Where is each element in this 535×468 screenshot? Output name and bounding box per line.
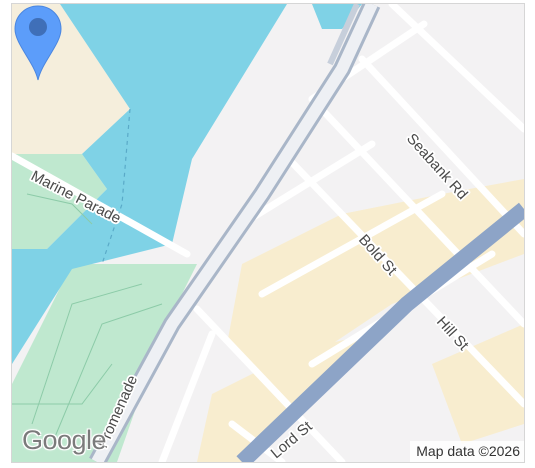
- road-promenade-side: [158, 330, 216, 462]
- road-north: [388, 4, 524, 133]
- marker-body: [14, 5, 62, 81]
- marker-dot: [29, 18, 47, 36]
- map-canvas[interactable]: Marine Parade Seabank Rd Bold St Hill St…: [12, 4, 524, 462]
- commercial-area-east: [432, 324, 524, 444]
- road-cross-1: [258, 190, 446, 298]
- road-bold-st: [278, 148, 524, 408]
- road-seabank-rd: [358, 55, 524, 238]
- road-lord-st: [236, 202, 524, 462]
- water-area: [12, 4, 287, 364]
- commercial-area: [227, 179, 524, 384]
- road-marine-parade: [12, 152, 191, 258]
- map-pin-icon[interactable]: [12, 4, 64, 84]
- road-parallel: [308, 95, 524, 328]
- map-frame[interactable]: Marine Parade Seabank Rd Bold St Hill St…: [11, 3, 525, 463]
- road-ramp: [327, 4, 360, 66]
- park-paths: [12, 193, 163, 445]
- road-promenade-inner: [91, 4, 378, 462]
- google-logo: Google: [22, 425, 107, 455]
- park-area-south: [12, 264, 197, 462]
- water-area-small: [312, 4, 362, 29]
- road-south: [193, 305, 346, 462]
- map-attribution[interactable]: Map data ©2026: [410, 441, 524, 462]
- ferry-route: [101, 108, 131, 265]
- road-cross-3: [238, 140, 376, 228]
